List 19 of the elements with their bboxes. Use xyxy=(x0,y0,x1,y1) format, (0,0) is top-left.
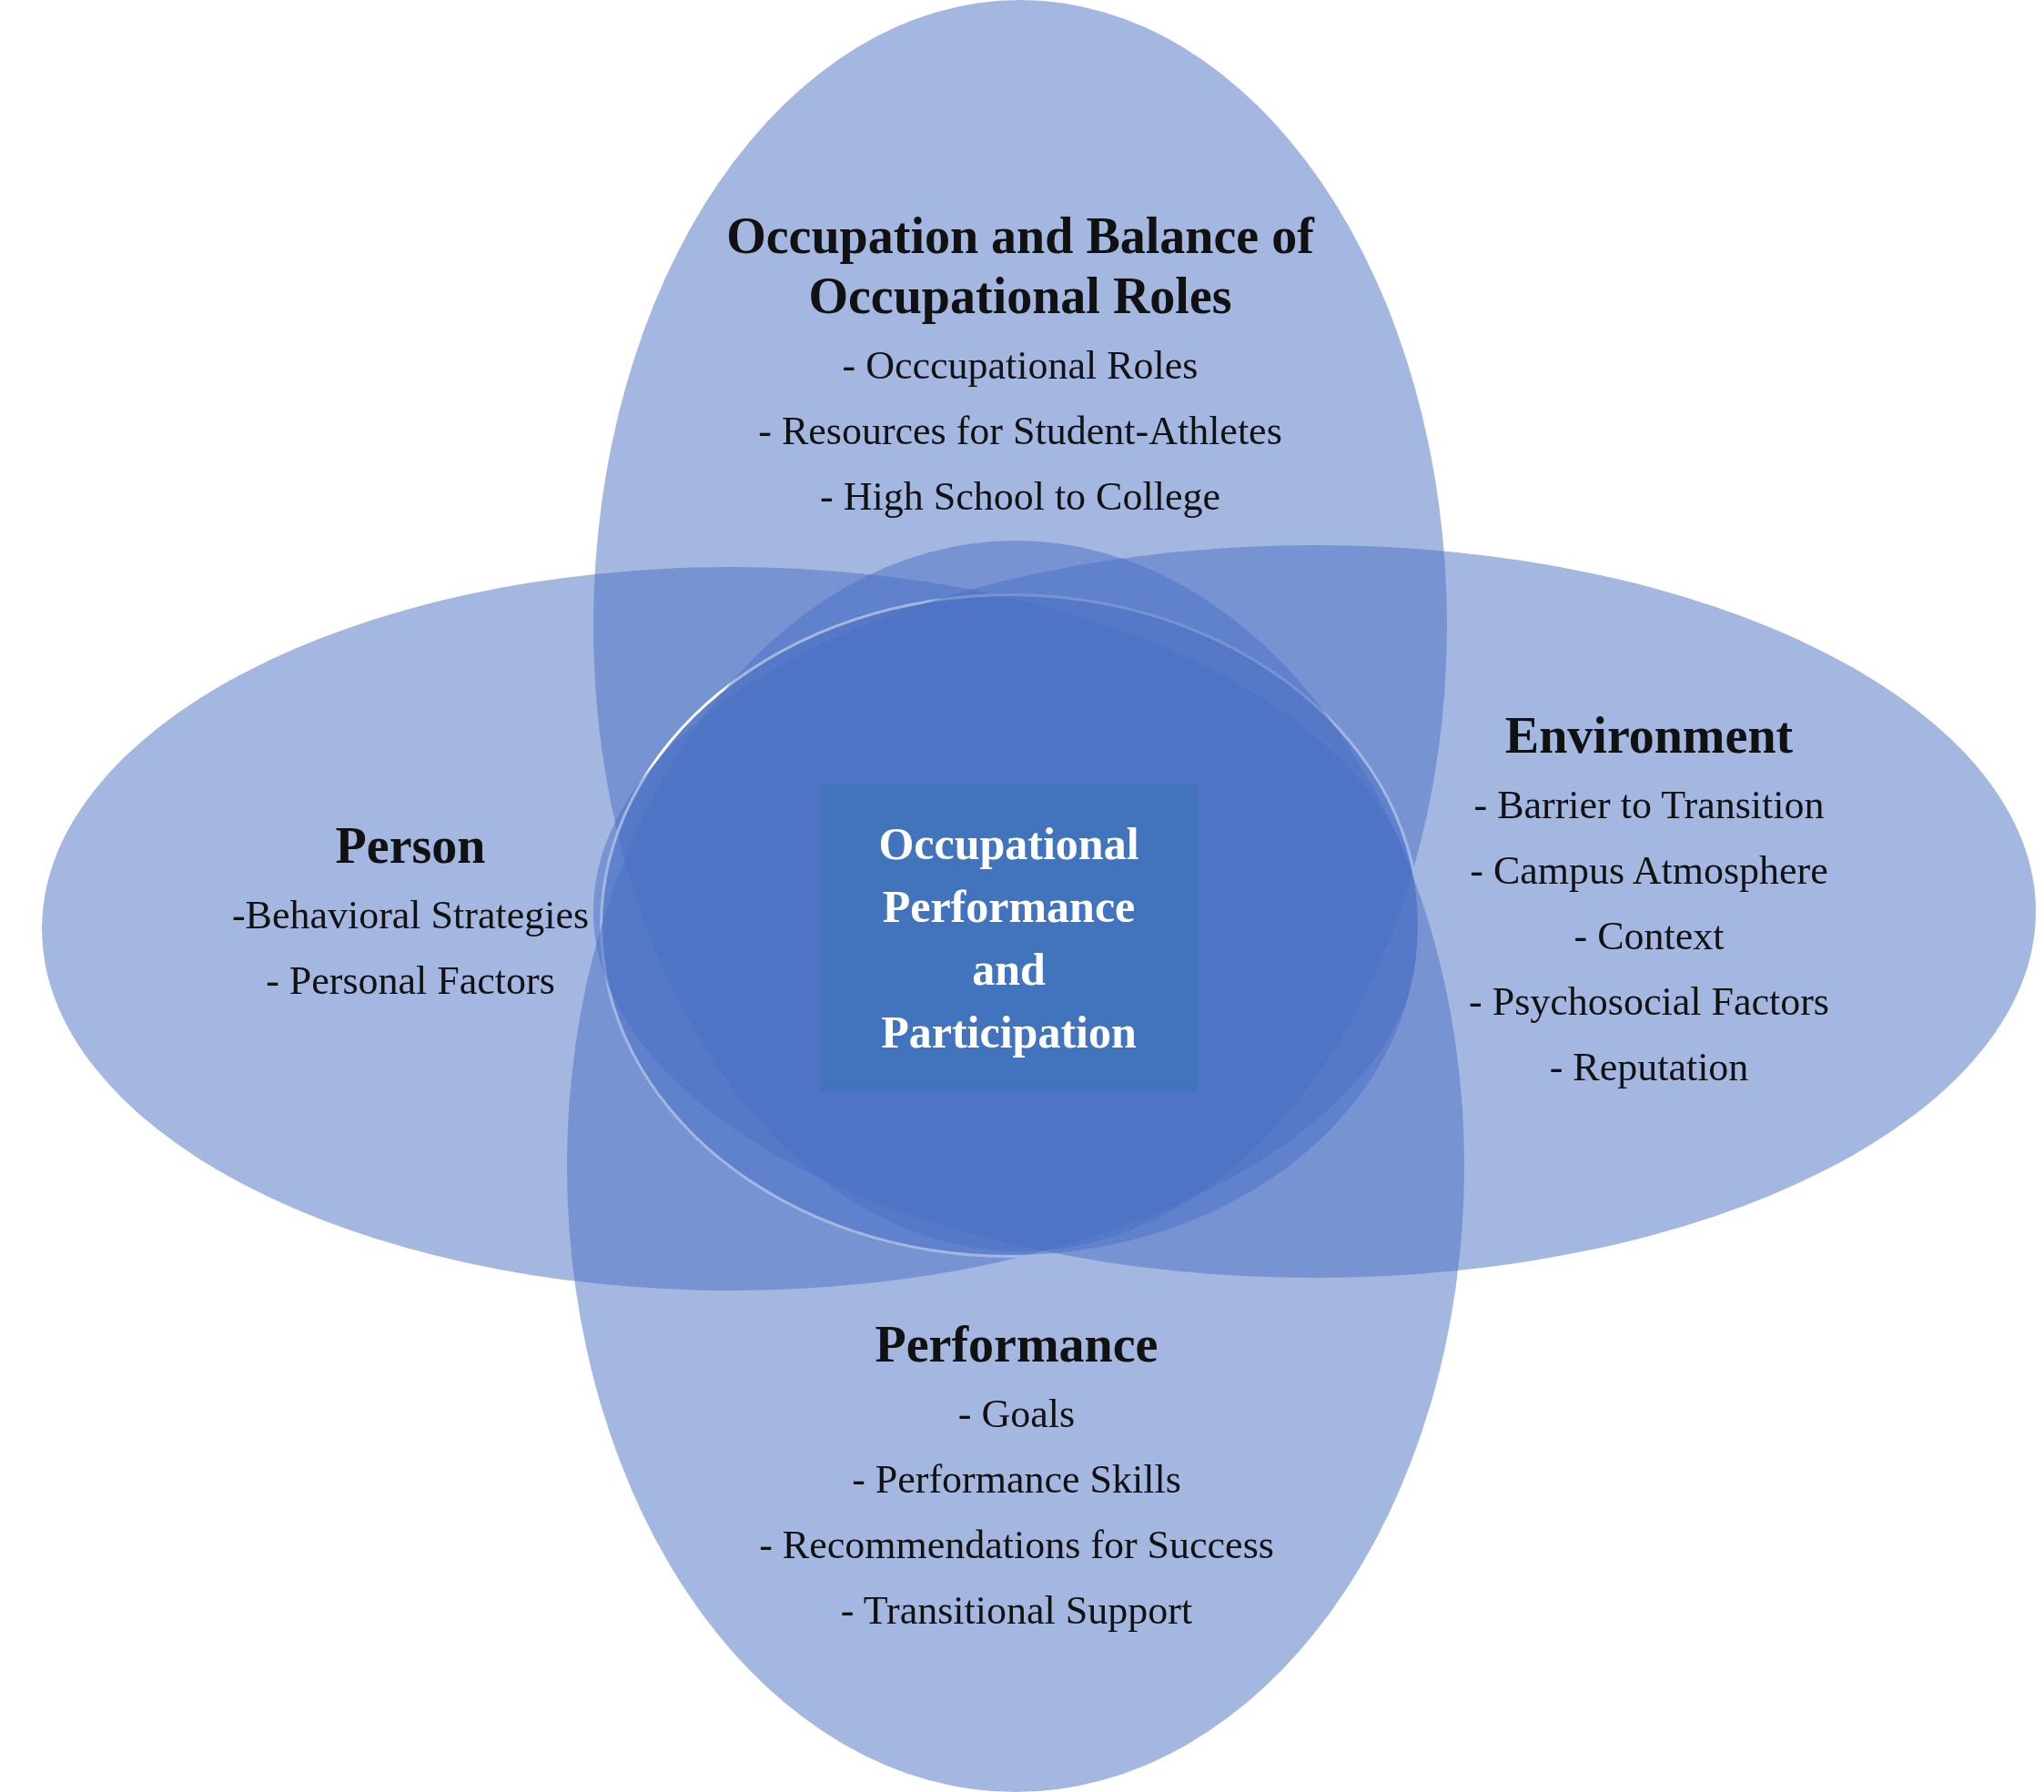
list-item: - Performance Skills xyxy=(852,1456,1181,1503)
list-item: - Barrier to Transition xyxy=(1473,782,1825,829)
list-item: - Reputation xyxy=(1549,1044,1749,1091)
center-title: Occupational Performance and Participation xyxy=(877,816,1140,1059)
list-item: - Transitional Support xyxy=(840,1587,1193,1635)
section-heading: Occupation and Balance of Occupational Roles xyxy=(725,207,1316,326)
section-heading: Person xyxy=(335,816,486,876)
list-item: - Context xyxy=(1573,913,1725,960)
section-heading: Performance xyxy=(875,1315,1159,1374)
list-item: - Campus Atmosphere xyxy=(1470,847,1828,895)
list-item: - Occcupational Roles xyxy=(842,342,1199,390)
list-item: - Psychosocial Factors xyxy=(1469,978,1829,1026)
list-item: - Personal Factors xyxy=(266,957,555,1005)
section-heading: Environment xyxy=(1504,706,1794,765)
list-item: - Resources for Student-Athletes xyxy=(758,408,1282,455)
list-item: -Behavioral Strategies xyxy=(231,892,590,939)
list-item: - Recommendations for Success xyxy=(759,1522,1274,1569)
list-item: - Goals xyxy=(957,1391,1076,1438)
list-item: - High School to College xyxy=(820,473,1220,521)
